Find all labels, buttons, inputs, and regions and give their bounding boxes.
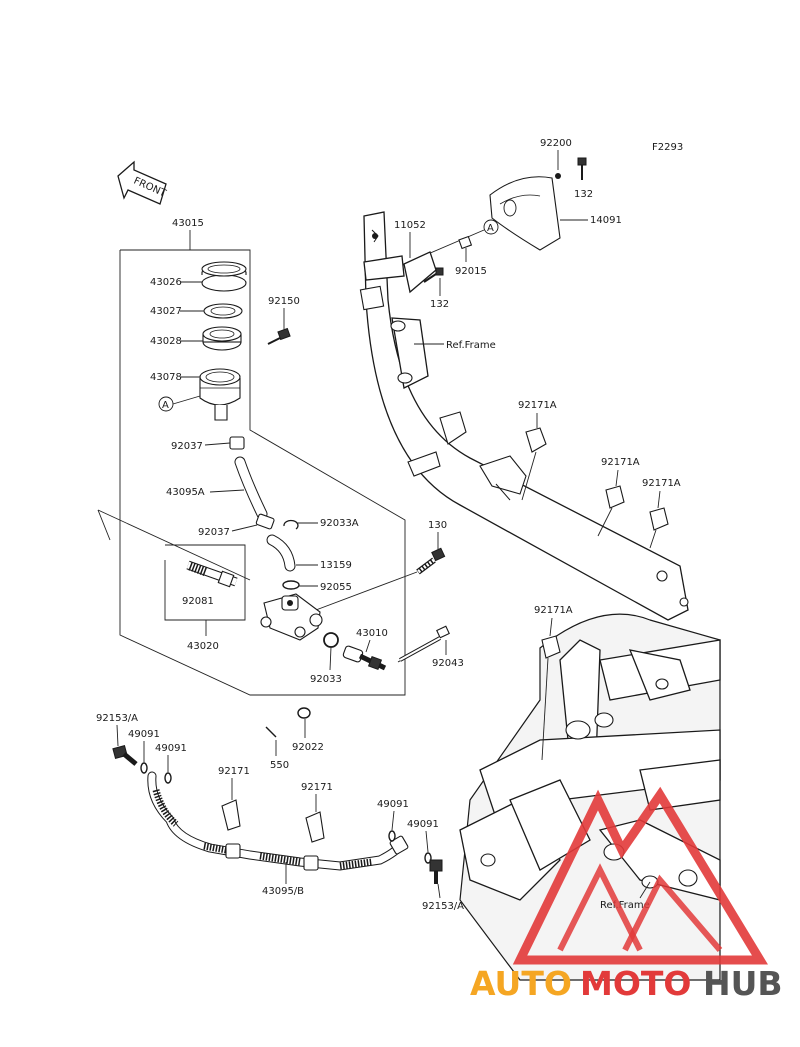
- callout-92033: 92033: [310, 674, 342, 685]
- reservoir-body: [199, 368, 241, 421]
- ref-frame-upper: Ref.Frame: [446, 340, 496, 351]
- mark-a-left: A: [162, 400, 169, 411]
- callout-43095b: 43095/B: [262, 886, 304, 897]
- callout-49091-a: 49091: [128, 729, 160, 740]
- callout-132-lower: 132: [430, 299, 449, 310]
- callout-92200: 92200: [540, 138, 572, 149]
- callout-550: 550: [270, 760, 289, 771]
- brake-hose-43095b: [147, 771, 409, 871]
- callout-49091-b: 49091: [155, 743, 187, 754]
- callout-92015: 92015: [455, 266, 487, 277]
- callout-92037-upper: 92037: [171, 441, 203, 452]
- assembly-outline: [97, 249, 406, 696]
- bolt-92043: [397, 625, 450, 663]
- master-cylinder-body: [260, 593, 323, 641]
- banjo-bolt-92153a-right: [429, 859, 443, 884]
- ring-92033: [323, 632, 339, 648]
- callout-43026: 43026: [150, 277, 182, 288]
- clamp-92171a-3: [649, 507, 669, 531]
- watermark-text-auto: AUTO: [470, 964, 572, 1003]
- callout-43020: 43020: [187, 641, 219, 652]
- bolt-132-lower: [423, 267, 444, 283]
- circlip-92033a: [283, 519, 299, 530]
- hose-43095a: [234, 456, 268, 520]
- banjo-bolt-92153a-left: [112, 745, 138, 766]
- watermark-logo: [512, 786, 768, 965]
- gasket-49091-c: [388, 830, 396, 842]
- callout-92171a-2: 92171A: [601, 457, 640, 468]
- callout-92171a-4: 92171A: [534, 605, 573, 616]
- figure-code: F2293: [652, 142, 683, 153]
- callout-43028: 43028: [150, 336, 182, 347]
- bolt-132-upper: [577, 157, 587, 180]
- clamp-92171a-2: [605, 485, 625, 509]
- clamp-92171a-1: [525, 427, 547, 453]
- callout-92171-2: 92171: [301, 782, 333, 793]
- clamp-92171-2: [305, 811, 325, 843]
- callout-43010: 43010: [356, 628, 388, 639]
- callout-92081: 92081: [182, 596, 214, 607]
- callout-43078: 43078: [150, 372, 182, 383]
- ref-frame-lower: Ref.Frame: [600, 900, 650, 911]
- fitting-13159: [266, 534, 296, 572]
- piston-kit-92081: [186, 560, 238, 588]
- gasket-49091-b: [164, 772, 172, 784]
- callout-92033a: 92033A: [320, 518, 359, 529]
- callout-92153a-right: 92153/A: [422, 901, 464, 912]
- callout-92171a-1: 92171A: [518, 400, 557, 411]
- callout-49091-c: 49091: [377, 799, 409, 810]
- guard-14091: [489, 176, 561, 251]
- gasket-49091-a: [140, 762, 148, 774]
- callout-13159: 13159: [320, 560, 352, 571]
- diaphragm-plate: [203, 303, 243, 319]
- collar-92015: [458, 235, 473, 250]
- bolt-130: [416, 547, 446, 575]
- mark-a-right: A: [487, 223, 494, 234]
- watermark-text-moto: MOTO: [580, 964, 691, 1003]
- callout-92043: 92043: [432, 658, 464, 669]
- callout-43015: 43015: [172, 218, 204, 229]
- callout-92022: 92022: [292, 742, 324, 753]
- callout-92037-lower: 92037: [198, 527, 230, 538]
- clamp-92037-upper: [229, 436, 245, 450]
- callout-92171a-3: 92171A: [642, 478, 681, 489]
- clamp-92171a-4: [541, 635, 561, 659]
- clamp-92037-lower: [255, 513, 275, 530]
- callout-130: 130: [428, 520, 447, 531]
- callout-92171-1: 92171: [218, 766, 250, 777]
- clamp-92171-1: [221, 799, 241, 831]
- push-rod-43010: [342, 645, 387, 671]
- pin-550: [265, 726, 277, 738]
- callout-14091: 14091: [590, 215, 622, 226]
- reservoir-cap: [201, 261, 247, 292]
- callout-92153a-left: 92153/A: [96, 713, 138, 724]
- callout-43027: 43027: [150, 306, 182, 317]
- upper-frame-tube: [359, 211, 689, 621]
- callout-92150: 92150: [268, 296, 300, 307]
- callout-11052: 11052: [394, 220, 426, 231]
- bolt-92150: [267, 327, 291, 345]
- callout-132-upper: 132: [574, 189, 593, 200]
- watermark-text-hub: HUB: [703, 964, 783, 1003]
- callout-92055: 92055: [320, 582, 352, 593]
- o-ring-92055: [282, 580, 300, 590]
- callout-49091-d: 49091: [407, 819, 439, 830]
- diaphragm: [202, 326, 242, 351]
- nut-92200: [555, 173, 561, 179]
- front-arrow-icon: FRONT: [117, 160, 168, 205]
- washer-92022: [297, 707, 311, 719]
- callout-43095a: 43095A: [166, 487, 205, 498]
- lower-frame: [459, 613, 721, 981]
